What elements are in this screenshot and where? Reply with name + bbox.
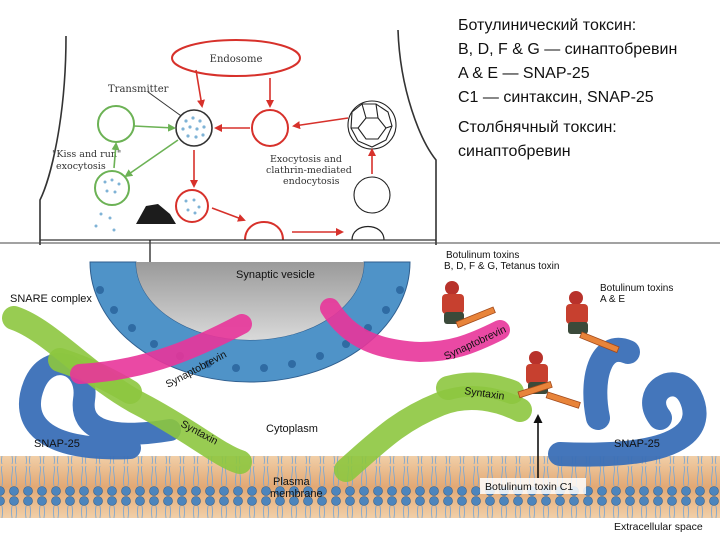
botulinum-ae-label-2: A & E [600, 294, 625, 305]
botulinum-ae-label-1: Botulinum toxins [600, 283, 673, 294]
snare-complex-label: SNARE complex [10, 293, 92, 305]
kiss-run-dots [94, 178, 121, 232]
toxin-figure-ae [566, 291, 620, 354]
cytoplasm-label: Cytoplasm [266, 423, 318, 435]
tetanus-heading: Столбнячный токсин: [458, 119, 617, 136]
synaptic-vesicle-label: Synaptic vesicle [236, 269, 315, 281]
exocytosis-label-1: Exocytosis and [270, 154, 342, 165]
synaptobrevin-right-ribbon [320, 298, 510, 363]
plasma-membrane-label-2: membrane [270, 488, 323, 500]
syntaxin-left-ribbon [2, 306, 252, 474]
snap25-right-ribbon [548, 337, 707, 467]
botulinum-bdfg-label-2: B, D, F & G, Tetanus toxin [444, 261, 559, 272]
syntaxin-right-ribbon [334, 386, 532, 482]
transmitter-dots [181, 116, 206, 139]
transmitter-pointer [147, 91, 185, 119]
vesicle-empty-red [251, 109, 289, 147]
exocytosis-label-2: clathrin-mediated [266, 165, 352, 176]
syntaxin-right-fragment [436, 372, 524, 404]
clathrin-coated-vesicle [347, 100, 397, 150]
snare-complex-diagram: Synaptic vesicle SNARE complex Synaptobr… [0, 240, 720, 540]
syntaxin-right-label: Syntaxin [464, 385, 506, 403]
vesicle-green [97, 105, 135, 143]
tetanus-line-1: синаптобревин [458, 143, 571, 160]
cycle-arrows [111, 69, 376, 236]
botulinum-line-3: C1 — синтаксин, SNAP-25 [458, 89, 654, 106]
snap25-left-label: SNAP-25 [34, 438, 80, 450]
nerve-terminal-outline [39, 29, 437, 245]
exocytosis-label-3: endocytosis [283, 176, 340, 187]
endosome [171, 39, 301, 77]
vesicle-kiss-run [94, 170, 130, 206]
active-zone [136, 204, 176, 224]
botulinum-bdfg-label-1: Botulinum toxins [446, 250, 519, 261]
snap25-right-label: SNAP-25 [614, 438, 660, 450]
kiss-and-run-label-2: exocytosis [56, 161, 106, 172]
clathrin-pit [353, 176, 391, 214]
botulinum-line-1: B, D, F & G — синаптобревин [458, 41, 678, 58]
botulinum-line-2: A & E — SNAP-25 [458, 65, 590, 82]
vesicle-endocytosis [351, 226, 385, 241]
kiss-and-run-label-1: "Kiss and run" [52, 149, 121, 160]
botulinum-heading: Ботулинический токсин: [458, 17, 637, 34]
vesicle-filled-center [175, 109, 213, 147]
synaptic-vesicle-lumen [136, 262, 364, 340]
toxin-targets-text: Ботулинический токсин: B, D, F & G — син… [458, 14, 716, 164]
synaptobrevin-left-ribbon [70, 314, 252, 384]
transmitter-label: Transmitter [108, 84, 169, 95]
vesicle-docked [175, 189, 209, 223]
vesicle-fusing [244, 221, 284, 241]
endosome-label: Endosome [210, 54, 263, 65]
plasma-membrane-label-1: Plasma [273, 476, 311, 488]
extracellular-space-label: Extracellular space [614, 521, 703, 533]
botulinum-c1-label: Botulinum toxin C1 [485, 481, 573, 493]
toxin-figure-c1 [517, 351, 581, 409]
c1-label-backing [480, 478, 586, 494]
vesicle-cycle-diagram: Endosome Transmitter "Kiss and run" exoc… [39, 29, 437, 245]
docked-dots [184, 198, 201, 215]
toxin-figure-bdfg [442, 281, 496, 329]
